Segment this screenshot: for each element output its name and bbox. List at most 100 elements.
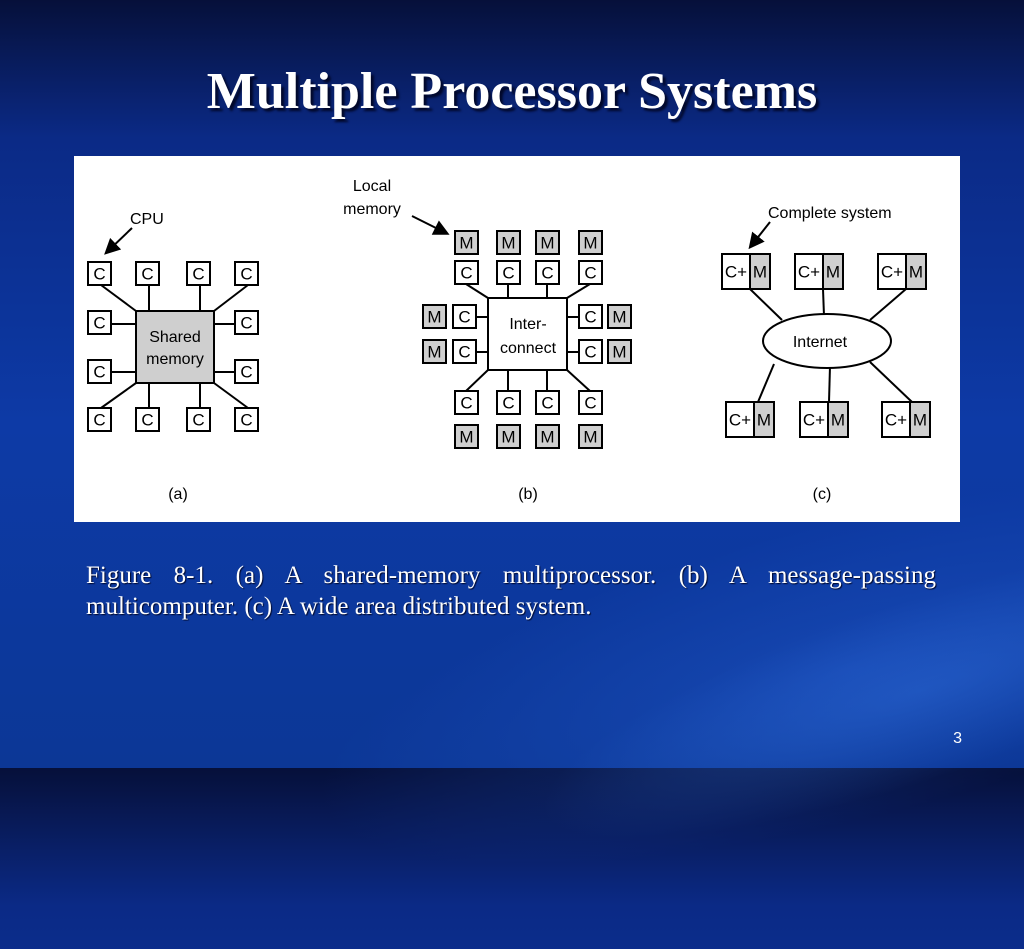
interconnect-label-1: Inter- [509, 316, 546, 333]
bottom-memory-4-box [578, 424, 603, 449]
cpu-9-box [87, 407, 112, 432]
top-memory-3-box [535, 230, 560, 255]
right-cpu-1-box [578, 304, 603, 329]
cpu-9-label: C [93, 411, 105, 430]
right-memory-2-label: M [612, 343, 626, 362]
top-memory-2-box [496, 230, 521, 255]
bottom-memory-1-label: M [459, 428, 473, 447]
diagram-a-links [100, 284, 249, 409]
left-memory-2-box [422, 339, 447, 364]
interconnect-label-2: connect [500, 340, 557, 357]
top-memory-1-label: M [459, 234, 473, 253]
top-cpu-1-box [454, 260, 479, 285]
cpu-12-label: C [240, 411, 252, 430]
system-5-cpu-label: C+ [803, 411, 825, 430]
right-cpu-2-box [578, 339, 603, 364]
diagram-c-links [749, 288, 913, 403]
bottom-cpu-3-label: C [541, 394, 553, 413]
bottom-cpu-4-label: C [584, 394, 596, 413]
cpu-7-box [87, 359, 112, 384]
system-5-memory-label: M [831, 411, 845, 430]
internet-cloud [762, 313, 892, 369]
system-3-memory-label: M [909, 263, 923, 282]
bottom-memory-1-box [454, 424, 479, 449]
top-cpu-4-box [578, 260, 603, 285]
top-memory-1-box [454, 230, 479, 255]
bottom-cpu-2-box [496, 390, 521, 415]
shared-memory-label-2: memory [146, 351, 204, 368]
cpu-8-label: C [240, 363, 252, 382]
right-cpu-2-label: C [584, 343, 596, 362]
system-4-cpu-box [725, 401, 755, 438]
complete-system-annotation-arrow [748, 221, 771, 250]
cpu-1-box [87, 261, 112, 286]
bottom-cpu-1-label: C [460, 394, 472, 413]
cpu-10-label: C [141, 411, 153, 430]
system-6-cpu-box [881, 401, 911, 438]
system-1-memory-label: M [753, 263, 767, 282]
top-cpu-1-label: C [460, 264, 472, 283]
bottom-memory-4-label: M [583, 428, 597, 447]
bottom-memory-2-box [496, 424, 521, 449]
system-2-memory-box [822, 253, 844, 290]
top-memory-3-label: M [540, 234, 554, 253]
cpu-1-label: C [93, 265, 105, 284]
bottom-cpu-2-label: C [502, 394, 514, 413]
bottom-memory-3-label: M [540, 428, 554, 447]
top-memory-2-label: M [501, 234, 515, 253]
cpu-12-box [234, 407, 259, 432]
cpu-annotation-arrow [104, 227, 133, 255]
left-cpu-1-box [452, 304, 477, 329]
local-memory-annotation-2: memory [343, 201, 401, 218]
right-cpu-1-label: C [584, 308, 596, 327]
system-5-memory-box [827, 401, 849, 438]
top-cpu-4-label: C [584, 264, 596, 283]
cpu-11-box [186, 407, 211, 432]
cpu-7-label: C [93, 363, 105, 382]
system-1-cpu-box [721, 253, 751, 290]
top-memory-4-box [578, 230, 603, 255]
interconnect-box [487, 297, 568, 371]
cpu-11-label: C [192, 411, 204, 430]
shared-memory-label-1: Shared [149, 329, 201, 346]
left-cpu-2-label: C [458, 343, 470, 362]
cpu-2-box [135, 261, 160, 286]
system-2-cpu-label: C+ [798, 263, 820, 282]
top-cpu-2-box [496, 260, 521, 285]
system-2-memory-label: M [826, 263, 840, 282]
top-cpu-3-box [535, 260, 560, 285]
system-4-memory-label: M [757, 411, 771, 430]
bottom-memory-3-box [535, 424, 560, 449]
cpu-3-label: C [192, 265, 204, 284]
complete-system-annotation: Complete system [768, 205, 892, 222]
figure-caption: Figure 8-1. (a) A shared-memory multipro… [86, 562, 936, 620]
diagram-c-label: (c) [813, 486, 832, 503]
cpu-4-label: C [240, 265, 252, 284]
local-memory-annotation-1: Local [353, 178, 391, 195]
system-3-memory-box [905, 253, 927, 290]
right-memory-1-label: M [612, 308, 626, 327]
left-cpu-2-box [452, 339, 477, 364]
top-cpu-3-label: C [541, 264, 553, 283]
cpu-4-box [234, 261, 259, 286]
system-3-cpu-box [877, 253, 907, 290]
cpu-2-label: C [141, 265, 153, 284]
system-3-cpu-label: C+ [881, 263, 903, 282]
cpu-5-box [87, 310, 112, 335]
diagram-a-label: (a) [168, 486, 188, 503]
system-1-cpu-label: C+ [725, 263, 747, 282]
cpu-10-box [135, 407, 160, 432]
local-memory-annotation-arrow [411, 215, 450, 235]
bottom-cpu-3-box [535, 390, 560, 415]
system-4-cpu-label: C+ [729, 411, 751, 430]
background-swoosh-2 [511, 480, 1024, 900]
right-memory-1-box [607, 304, 632, 329]
cpu-6-box [234, 310, 259, 335]
cpu-3-box [186, 261, 211, 286]
left-memory-2-label: M [427, 343, 441, 362]
system-6-cpu-label: C+ [885, 411, 907, 430]
